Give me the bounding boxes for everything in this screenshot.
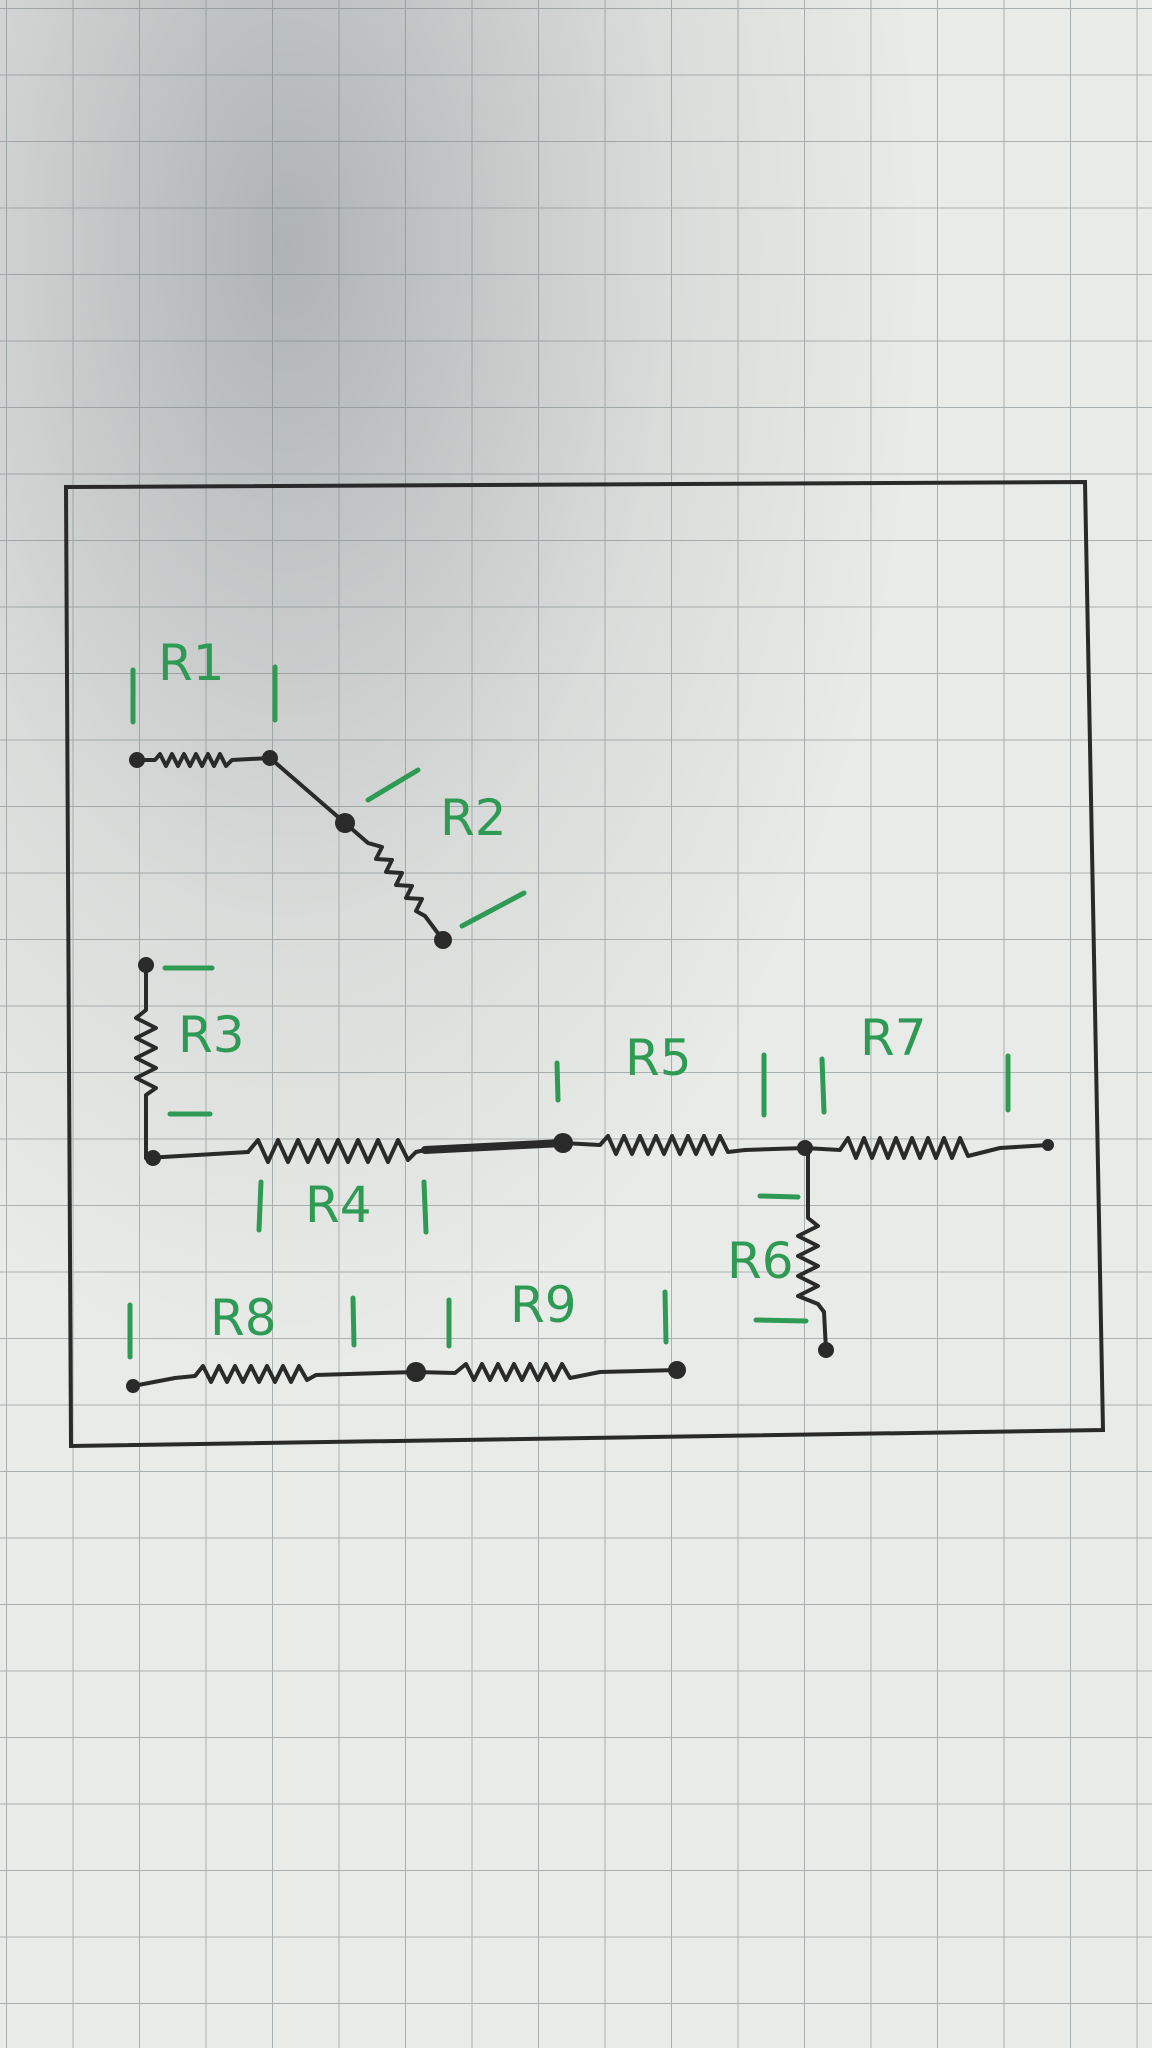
node-r3-top bbox=[138, 957, 154, 973]
node-corner bbox=[145, 1150, 161, 1166]
node-r1-left bbox=[129, 752, 145, 768]
resistor-r3 bbox=[134, 963, 158, 1160]
resistor-r8 bbox=[131, 1364, 418, 1388]
node-r1-right bbox=[262, 750, 278, 766]
label-r2: R2 bbox=[440, 789, 507, 847]
label-r1: R1 bbox=[158, 634, 225, 692]
resistor-r4 bbox=[246, 1138, 427, 1164]
r9-tick-marks bbox=[446, 1289, 669, 1349]
resistor-r2 bbox=[343, 821, 445, 942]
r1-tick-marks bbox=[130, 664, 278, 725]
label-r5: R5 bbox=[625, 1029, 692, 1087]
node-r8-r9 bbox=[406, 1362, 426, 1382]
wire-r1-r2 bbox=[268, 756, 347, 825]
r4-tick-marks bbox=[256, 1179, 429, 1235]
node-r4-r5 bbox=[553, 1133, 573, 1153]
r3-tick-marks bbox=[162, 965, 215, 1117]
resistor-r6 bbox=[796, 1148, 828, 1352]
node-r6-bottom bbox=[818, 1342, 834, 1358]
label-r7: R7 bbox=[860, 1009, 927, 1067]
label-r4: R4 bbox=[305, 1176, 372, 1234]
label-r6: R6 bbox=[727, 1232, 794, 1290]
r8-tick-marks bbox=[127, 1295, 357, 1360]
r6-tick-marks bbox=[753, 1193, 809, 1324]
diagram-frame bbox=[63, 479, 1106, 1449]
r2-tick-marks bbox=[365, 767, 527, 929]
resistor-r7 bbox=[803, 1136, 1050, 1160]
r5-tick-marks bbox=[554, 1052, 767, 1118]
node-r9-right bbox=[668, 1361, 686, 1379]
label-r8: R8 bbox=[210, 1289, 277, 1347]
node-r7-right bbox=[1042, 1139, 1054, 1151]
node-r2-top bbox=[335, 813, 355, 833]
wire-r4-r5 bbox=[421, 1139, 567, 1154]
resistor-r1 bbox=[135, 752, 272, 768]
node-r5-r7 bbox=[797, 1140, 813, 1156]
label-r3: R3 bbox=[178, 1006, 245, 1064]
node-r8-left bbox=[126, 1379, 140, 1393]
node-r2-bottom bbox=[434, 931, 452, 949]
resistor-r5 bbox=[561, 1134, 807, 1156]
wire-r3-r4 bbox=[144, 1150, 250, 1160]
resistor-r9 bbox=[414, 1362, 679, 1382]
r7-tick-marks bbox=[819, 1053, 1011, 1115]
label-r9: R9 bbox=[510, 1276, 577, 1334]
